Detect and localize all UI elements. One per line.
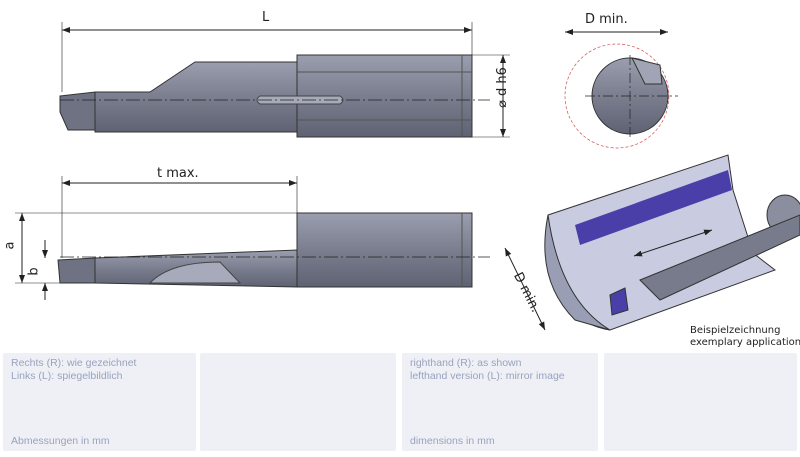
panel-line: Rechts (R): wie gezeichnet [11, 357, 137, 369]
panel-line: righthand (R): as shown [410, 357, 522, 369]
label-l: L [262, 10, 270, 25]
label-dmin-top: D min. [585, 12, 628, 27]
panel-line: lefthand version (L): mirror image [410, 370, 565, 382]
dimension-line-dmin-app [504, 247, 546, 331]
panel-footer: dimensions in mm [410, 435, 495, 447]
info-panel-empty [604, 353, 797, 451]
info-panel-de: Rechts (R): wie gezeichnet Links (L): sp… [3, 353, 196, 451]
tool-top-view [57, 212, 490, 288]
tool-side-view [59, 54, 490, 138]
caption-de: Beispielzeichnung [690, 325, 781, 336]
application-section-view [544, 154, 800, 331]
panel-footer: Abmessungen in mm [11, 435, 110, 447]
label-a: a [2, 241, 18, 250]
info-panel-empty [200, 353, 396, 451]
tool-end-view [564, 43, 678, 149]
info-panel-en: righthand (R): as shown lefthand version… [402, 353, 598, 451]
label-d-h6: ⌀ d h6 [494, 67, 510, 108]
label-b: b [26, 267, 42, 276]
caption-en: exemplary application [690, 337, 800, 348]
label-t-max: t max. [157, 166, 199, 181]
panel-line: Links (L): spiegelbildlich [11, 370, 123, 382]
